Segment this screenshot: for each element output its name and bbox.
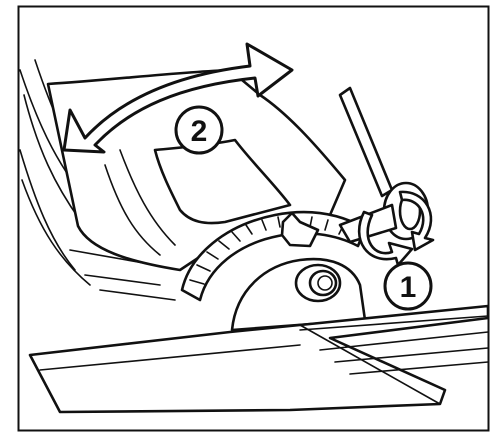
callout-1-label: 1 bbox=[400, 271, 417, 304]
callout-2-label: 2 bbox=[191, 115, 208, 148]
callout-1: 1 bbox=[385, 263, 431, 309]
lock-knob bbox=[296, 265, 340, 301]
callout-2: 2 bbox=[176, 107, 222, 153]
